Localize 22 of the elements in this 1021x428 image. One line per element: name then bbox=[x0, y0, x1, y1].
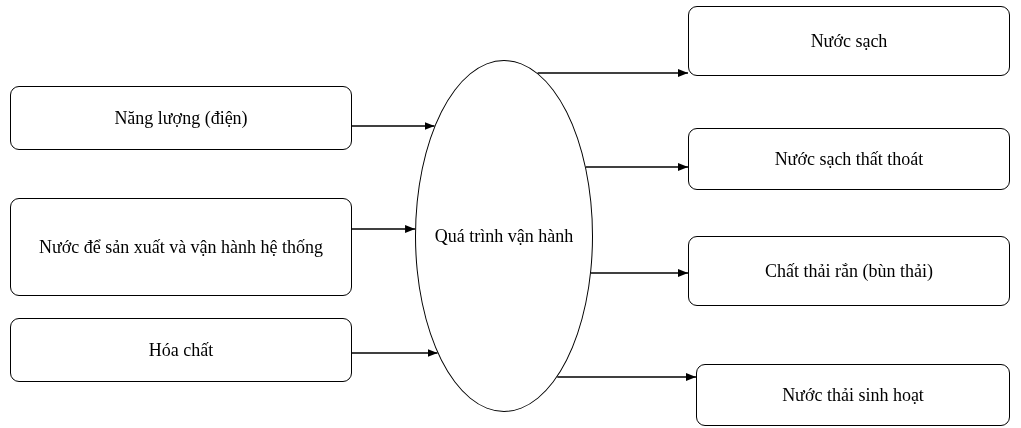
process-box bbox=[688, 6, 1010, 76]
arrow bbox=[351, 225, 416, 233]
node-text: Chất thải rắn (bùn thải) bbox=[765, 259, 933, 283]
arrow bbox=[536, 69, 689, 77]
node-text: Nước để sản xuất và vận hành hệ thống bbox=[38, 235, 324, 259]
arrow bbox=[351, 349, 439, 357]
process-box bbox=[688, 128, 1010, 190]
arrow bbox=[351, 122, 436, 130]
process-box bbox=[10, 86, 352, 150]
node-text: Nước sạch thất thoát bbox=[774, 147, 924, 171]
process-box bbox=[696, 364, 1010, 426]
arrow bbox=[585, 163, 689, 171]
node-text: Hóa chất bbox=[148, 338, 214, 362]
node-text: Nước sạch bbox=[810, 29, 888, 53]
process-box bbox=[10, 198, 352, 296]
process-box bbox=[688, 236, 1010, 306]
node-text: Nước thải sinh hoạt bbox=[782, 383, 924, 407]
process-box bbox=[10, 318, 352, 382]
arrow bbox=[556, 373, 697, 381]
arrow bbox=[590, 269, 689, 277]
node-text: Quá trình vận hành bbox=[434, 224, 574, 248]
node-text: Năng lượng (điện) bbox=[114, 106, 248, 130]
